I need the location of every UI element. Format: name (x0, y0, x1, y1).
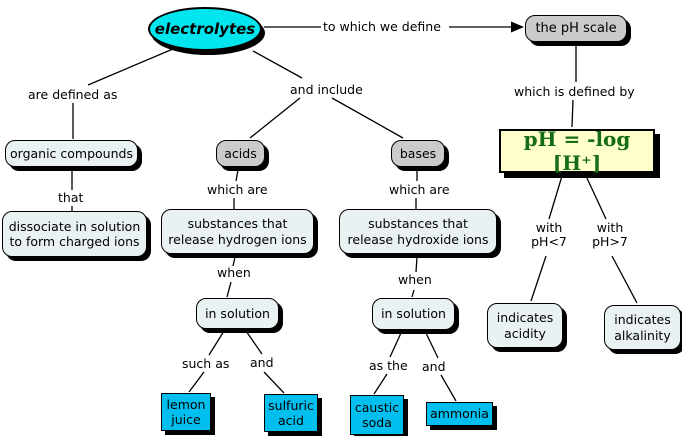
node-ammonia[interactable]: ammonia (426, 402, 493, 426)
link-label-to-which-we-define: to which we define (323, 19, 441, 34)
link-label-as-the: as the (369, 358, 408, 373)
link-label-are-defined-as: are defined as (28, 87, 118, 102)
node-release-hydrogen[interactable]: substances that release hydrogen ions (161, 209, 314, 254)
link-label-which-are-acids: which are (207, 182, 268, 197)
link-label-when-acids: when (217, 265, 251, 280)
link-label-that: that (58, 190, 84, 205)
node-bases[interactable]: bases (391, 140, 445, 167)
link-label-such-as: such as (182, 356, 230, 371)
link-label-and-acid-examples: and (250, 355, 274, 370)
node-acids[interactable]: acids (216, 140, 265, 167)
node-sulfuric-acid[interactable]: sulfuric acid (264, 394, 318, 432)
node-organic-compounds[interactable]: organic compounds (5, 140, 138, 167)
link-label-and-include: and include (290, 82, 363, 97)
arrowhead-icon (511, 21, 524, 33)
link-label-which-is-defined-by: which is defined by (514, 84, 635, 99)
node-release-hydroxide[interactable]: substances that release hydroxide ions (339, 209, 497, 254)
node-indicates-alkalinity[interactable]: indicates alkalinity (604, 305, 681, 350)
node-dissociate[interactable]: dissociate in solution to form charged i… (2, 211, 147, 257)
node-indicates-acidity[interactable]: indicates acidity (487, 303, 563, 348)
node-lemon-juice[interactable]: lemon juice (161, 393, 211, 431)
link-label-which-are-bases: which are (389, 182, 450, 197)
link-label-with-ph-lt-7: with pH<7 (531, 220, 567, 250)
node-in-solution-bases[interactable]: in solution (372, 298, 455, 330)
link-label-when-bases: when (398, 272, 432, 287)
node-electrolytes[interactable]: electrolytes (148, 7, 262, 51)
link-label-and-base-examples: and (422, 359, 446, 374)
node-in-solution-acids[interactable]: in solution (196, 298, 279, 329)
link-label-with-ph-gt-7: with pH>7 (592, 220, 628, 250)
node-caustic-soda[interactable]: caustic soda (350, 395, 404, 435)
node-ph-formula[interactable]: pH = -log [H⁺] (499, 127, 655, 175)
node-ph-scale[interactable]: the pH scale (525, 15, 627, 42)
